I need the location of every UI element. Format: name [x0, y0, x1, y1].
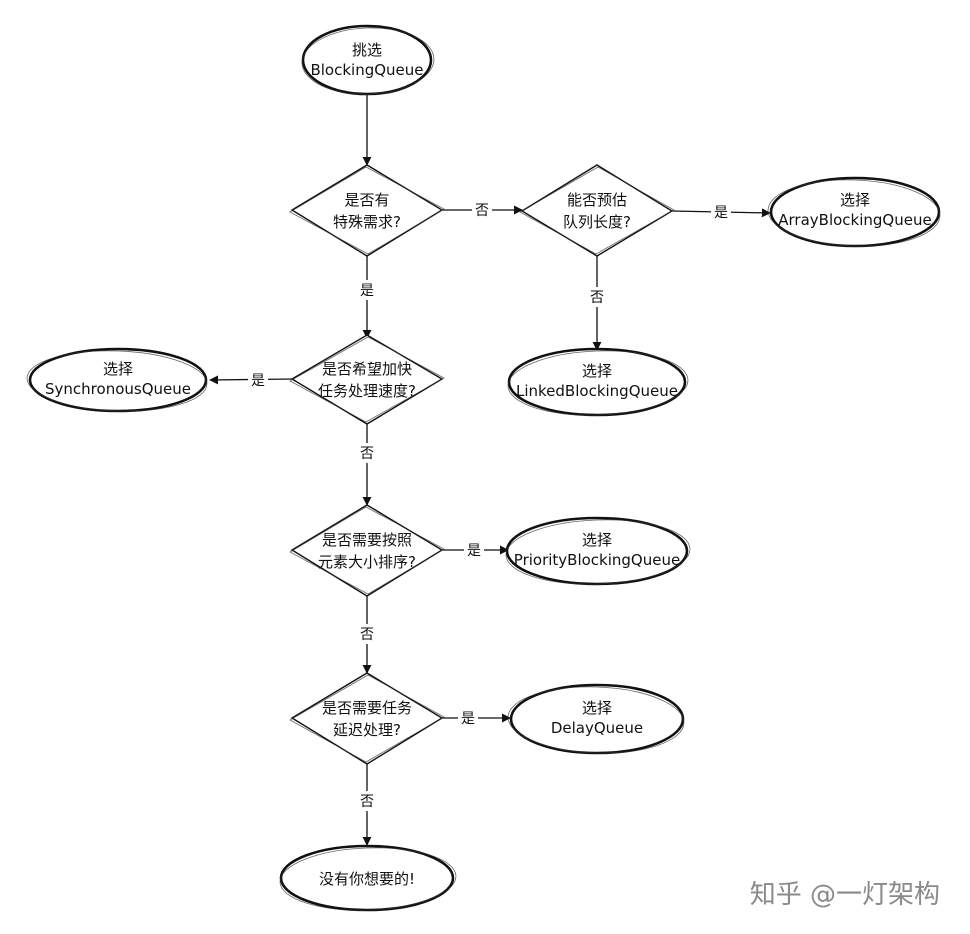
decision-speed-up: 是否希望加快 任务处理速度? — [289, 334, 445, 425]
edge-speed-to-synchronous: 是 — [209, 370, 293, 390]
node-priority-line2: PriorityBlockingQueue — [514, 551, 680, 569]
node-start-line1: 挑选 — [352, 41, 382, 59]
edge-label-estimate-array: 是 — [714, 205, 728, 221]
edge-label-delay-none: 否 — [360, 794, 374, 810]
decision-estimate-length-line2: 队列长度? — [563, 213, 631, 231]
node-start: 挑选 BlockingQueue — [301, 24, 435, 96]
decision-delay: 是否需要任务 延迟处理? — [289, 672, 445, 765]
node-delay-queue: 选择 DelayQueue — [507, 683, 685, 755]
node-linked-blocking-queue: 选择 LinkedBlockingQueue — [507, 347, 689, 417]
decision-speed-up-line1: 是否希望加快 — [322, 360, 412, 378]
edge-sort-to-priority: 是 — [442, 540, 509, 560]
watermark: 知乎 @一灯架构 — [750, 880, 940, 910]
edge-special-to-estimate: 否 — [442, 200, 523, 220]
edge-label-speed-synchronous: 是 — [251, 373, 265, 389]
edge-label-sort-priority: 是 — [467, 543, 481, 559]
node-synchronous-line1: 选择 — [103, 360, 133, 378]
node-synchronous-line2: SynchronousQueue — [45, 380, 191, 398]
edge-delay-to-none: 否 — [357, 764, 377, 846]
node-none: 没有你想要的! — [279, 844, 457, 912]
decision-sort-line1: 是否需要按照 — [322, 531, 412, 549]
edge-label-special-speed: 是 — [360, 283, 374, 299]
node-array-line2: ArrayBlockingQueue — [778, 211, 931, 229]
decision-sort-line2: 元素大小排序? — [318, 553, 416, 571]
node-delay-line2: DelayQueue — [551, 719, 643, 737]
node-start-line2: BlockingQueue — [310, 61, 423, 79]
node-array-line1: 选择 — [840, 191, 870, 209]
node-priority-blocking-queue: 选择 PriorityBlockingQueue — [505, 516, 691, 586]
node-none-line1: 没有你想要的! — [319, 870, 415, 888]
decision-sort-by-size: 是否需要按照 元素大小排序? — [289, 504, 445, 597]
decision-delay-line1: 是否需要任务 — [322, 699, 412, 717]
node-linked-line1: 选择 — [582, 362, 612, 380]
decision-speed-up-line2: 任务处理速度? — [318, 382, 416, 400]
edge-special-to-speed: 是 — [357, 256, 377, 339]
node-synchronous-queue: 选择 SynchronousQueue — [26, 347, 208, 413]
decision-special-needs-line2: 特殊需求? — [333, 213, 401, 231]
edge-estimate-to-array: 是 — [671, 202, 771, 222]
edge-speed-to-sort: 否 — [357, 424, 377, 506]
decision-estimate-length: 能否预估 队列长度? — [519, 164, 675, 257]
edge-delay-to-delayqueue: 是 — [442, 708, 511, 728]
edge-label-sort-delay: 否 — [360, 627, 374, 643]
decision-special-needs: 是否有 特殊需求? — [289, 164, 445, 257]
edge-label-speed-sort: 否 — [360, 446, 374, 462]
node-linked-line2: LinkedBlockingQueue — [516, 382, 678, 400]
edge-label-special-estimate: 否 — [475, 203, 489, 219]
decision-estimate-length-line1: 能否预估 — [567, 191, 627, 209]
node-priority-line1: 选择 — [582, 531, 612, 549]
edge-sort-to-delay: 否 — [357, 596, 377, 674]
decision-special-needs-line1: 是否有 — [344, 191, 389, 209]
edge-estimate-to-linked: 否 — [587, 256, 607, 351]
edge-label-delay-delayqueue: 是 — [461, 711, 475, 727]
node-delay-line1: 选择 — [582, 699, 612, 717]
node-array-blocking-queue: 选择 ArrayBlockingQueue — [767, 176, 941, 248]
decision-delay-line2: 延迟处理? — [333, 721, 401, 739]
edge-label-estimate-linked: 否 — [590, 290, 604, 306]
